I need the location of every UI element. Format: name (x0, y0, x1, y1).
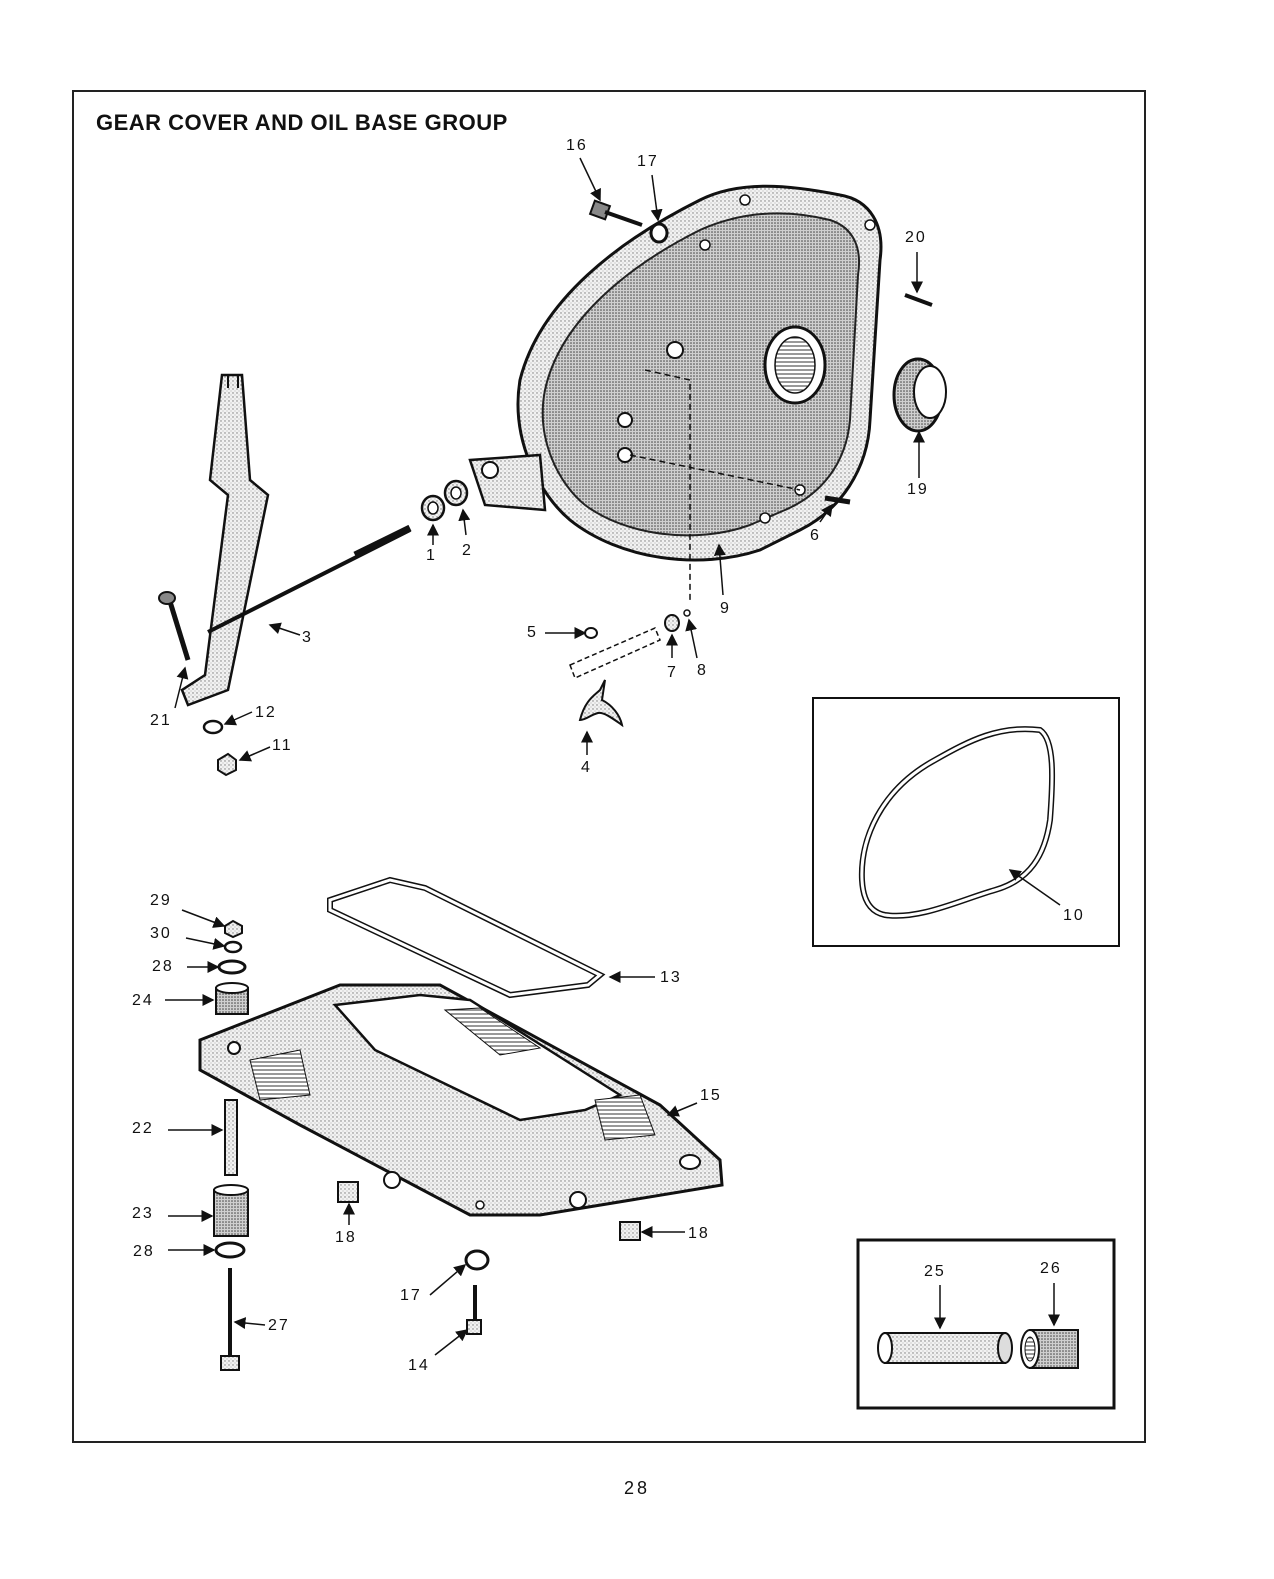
callout: 10 (1063, 907, 1085, 924)
nut (218, 754, 236, 775)
callout: 18 (335, 1229, 357, 1246)
callout: 29 (150, 892, 172, 909)
bushing (422, 481, 467, 520)
callout: 15 (700, 1087, 722, 1104)
drain-plug (620, 1222, 640, 1240)
callout: 4 (581, 759, 592, 776)
fittings-inset (858, 1240, 1114, 1408)
callout: 25 (924, 1263, 946, 1280)
mounting-hardware (214, 921, 248, 1370)
callout: 3 (302, 629, 313, 646)
page-number: 28 (0, 1478, 1274, 1499)
washer (466, 1251, 488, 1269)
callout: 28 (133, 1243, 155, 1260)
callout: 27 (268, 1317, 290, 1334)
drain-plug (338, 1182, 358, 1202)
callout: 14 (408, 1357, 430, 1374)
screw (590, 201, 642, 225)
oil-base-gasket (330, 880, 600, 995)
oil-seal (894, 359, 946, 431)
callout: 30 (150, 925, 172, 942)
callout: 24 (132, 992, 154, 1009)
callout: 2 (462, 542, 473, 559)
washer (204, 721, 222, 733)
callout: 13 (660, 969, 682, 986)
cap-screw (467, 1285, 481, 1334)
callout: 12 (255, 704, 277, 721)
callout: 21 (150, 712, 172, 729)
callout: 9 (720, 600, 731, 617)
callout: 23 (132, 1205, 154, 1222)
callout: 22 (132, 1120, 154, 1137)
callout: 17 (637, 153, 659, 170)
callout: 7 (667, 664, 678, 681)
callout: 1 (426, 547, 437, 564)
callout: 16 (566, 137, 588, 154)
callout: 19 (907, 481, 929, 498)
callout: 28 (152, 958, 174, 975)
dowel-pin (905, 295, 932, 305)
callout: 20 (905, 229, 927, 246)
oil-base (200, 985, 722, 1215)
callout: 26 (1040, 1260, 1062, 1277)
callout: 8 (697, 662, 708, 679)
callout: 17 (400, 1287, 422, 1304)
callout: 18 (688, 1225, 710, 1242)
callout: 11 (272, 737, 293, 754)
callout: 5 (527, 624, 538, 641)
shift-lever (159, 375, 410, 705)
washer (651, 224, 667, 242)
callout: 6 (810, 527, 821, 544)
